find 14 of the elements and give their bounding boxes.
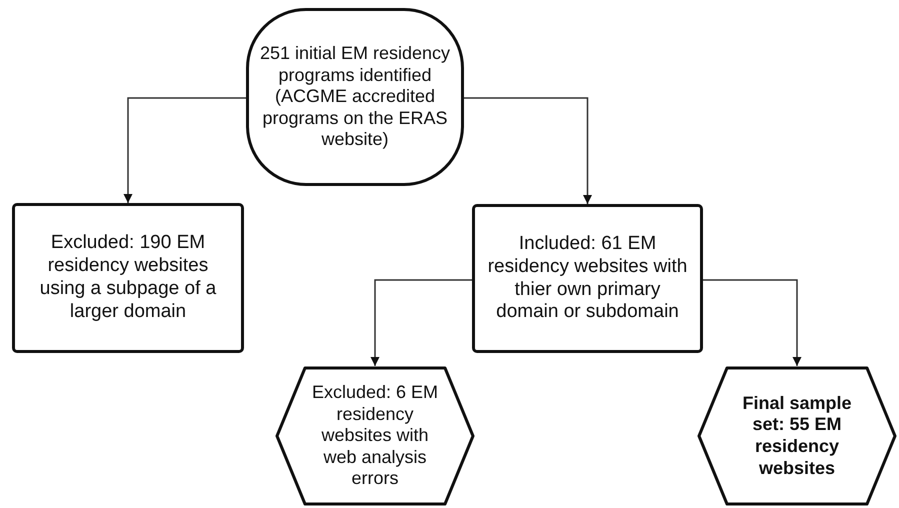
hexagon-box xyxy=(275,366,475,506)
arrow xyxy=(370,279,472,366)
arrow xyxy=(124,97,246,203)
node-text: Excluded: 190 EM residency websites using a subpage of a larger domain xyxy=(38,232,218,324)
hexagon-box xyxy=(697,366,897,506)
process-box xyxy=(472,204,703,353)
node-text: Excluded: 6 EM residency websites with web analysis errors xyxy=(310,382,440,490)
start-terminal xyxy=(246,8,464,186)
node-text: Final sample set: 55 EM residency websites xyxy=(741,392,853,480)
node-text: 251 initial EM residency programs identified (ACGME accredited programs on the ERAS website) xyxy=(258,43,452,151)
process-box xyxy=(12,203,244,353)
arrow xyxy=(464,97,592,204)
arrow xyxy=(703,279,802,366)
node-text: Included: 61 EM residency websites with thier own primary domain or subdomain xyxy=(486,232,688,324)
